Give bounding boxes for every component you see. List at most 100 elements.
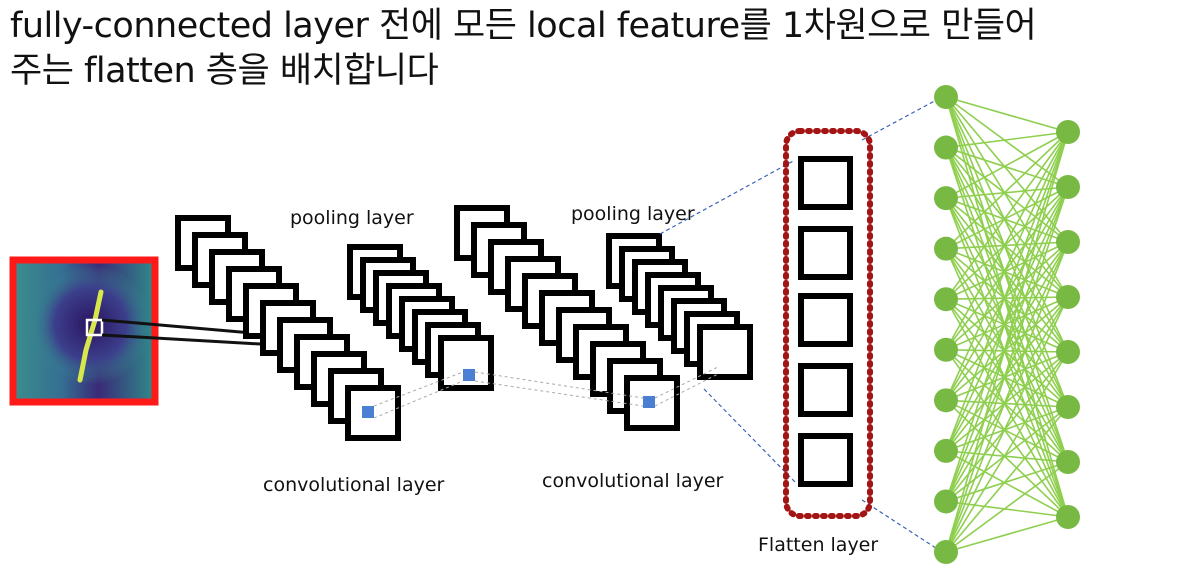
fc-edge (945, 147, 1069, 353)
output-node (1056, 340, 1080, 364)
fc-edge (945, 248, 1069, 408)
input-node (934, 85, 958, 109)
fully-connected-nodes (934, 85, 1080, 564)
fc-edge (945, 96, 1069, 133)
fc-edge (945, 241, 1069, 452)
slide-title-line-1: fully-connected layer 전에 모든 local featur… (10, 6, 1037, 46)
fc-edge (945, 131, 1069, 250)
fc-edge (945, 450, 1069, 463)
output-node (1056, 395, 1080, 419)
flatten-layer-label: Flatten layer (758, 534, 878, 556)
fc-edge (945, 351, 1069, 553)
input-node (934, 438, 958, 463)
fc-edge (945, 147, 1069, 298)
fc-edge (945, 296, 1069, 351)
fc-edge (945, 241, 1069, 300)
fc-edge (945, 349, 1069, 408)
fc-edge (945, 131, 1069, 199)
flatten-cell (798, 293, 853, 347)
fc-edge (945, 96, 1069, 298)
fc-edge (945, 186, 1069, 351)
pooling-layer-1-label: pooling layer (290, 207, 414, 229)
fc-edge (945, 248, 1069, 518)
fc-edge (945, 399, 1069, 463)
input-node (934, 540, 958, 564)
fc-edge (945, 298, 1069, 353)
output-node (1056, 230, 1080, 254)
fc-edge (945, 406, 1069, 452)
output-node (1056, 175, 1080, 199)
fc-edge (945, 197, 1069, 463)
fc-edge (945, 197, 1069, 298)
fc-edge (945, 241, 1069, 553)
fc-edge (945, 96, 1069, 518)
fc-edge (945, 461, 1069, 503)
fc-edge (945, 296, 1069, 301)
flatten-cell (798, 226, 853, 280)
receptive-field-lines (101, 318, 261, 346)
input-node (934, 489, 958, 514)
fc-edge (945, 298, 1069, 518)
fc-edge (945, 131, 1069, 553)
fc-edge (945, 186, 1069, 553)
fc-edge (945, 96, 1069, 408)
fc-edge (945, 147, 1069, 518)
fc-edge (945, 248, 1069, 463)
fc-edge (945, 241, 1069, 250)
flatten-layer (783, 128, 873, 519)
fc-edge (945, 450, 1069, 518)
fc-edge (945, 131, 1069, 149)
fc-edge (945, 146, 1069, 188)
fc-edge (945, 197, 1069, 243)
pooling-layer-1-stack (347, 244, 494, 391)
flatten-projection-lines (659, 96, 943, 553)
input-image (9, 256, 159, 406)
fc-edge (945, 147, 1069, 463)
fc-edge (945, 406, 1069, 553)
output-node (1056, 505, 1080, 529)
fc-edge (945, 296, 1069, 553)
fc-edge (945, 399, 1069, 518)
fc-edge (945, 298, 1069, 408)
fully-connected-edges (945, 96, 1069, 553)
output-node (1056, 285, 1080, 309)
input-node (934, 388, 958, 413)
fc-edge (945, 96, 1069, 188)
input-node (934, 135, 958, 160)
fc-edge (945, 241, 1069, 401)
fc-edge (945, 399, 1069, 408)
pool1-feature-marker (463, 369, 475, 381)
fc-edge (945, 241, 1069, 351)
fc-edge (945, 500, 1069, 518)
fc-edge (945, 186, 1069, 199)
fc-edge (945, 349, 1069, 463)
fc-edge (945, 96, 1069, 353)
fc-edge (945, 131, 1069, 300)
conv-layer-1-stack (175, 215, 401, 441)
flatten-cell (798, 363, 853, 417)
conv-layer-1-label: convolutional layer (263, 474, 445, 496)
fc-edge (945, 147, 1069, 408)
slide-title: fully-connected layer 전에 모든 local featur… (10, 4, 1195, 94)
fc-edge (945, 516, 1069, 553)
fc-edge (945, 131, 1069, 502)
output-node (1056, 450, 1080, 474)
input-node (934, 337, 958, 362)
fc-edge (945, 248, 1069, 353)
pooling-layer-2-label: pooling layer (571, 203, 695, 225)
input-node (934, 236, 958, 261)
conv1-feature-marker (362, 406, 374, 418)
fc-edge (945, 197, 1069, 518)
feature-map (345, 385, 401, 441)
feature-map (697, 324, 753, 380)
fc-edge (945, 96, 1069, 243)
fc-edge (945, 197, 1069, 353)
output-node (1056, 120, 1080, 144)
fc-edge (945, 298, 1069, 463)
fc-edge (945, 96, 1069, 463)
flatten-cell (798, 433, 853, 487)
fc-edge (945, 197, 1069, 408)
fc-edge (945, 131, 1069, 401)
fc-edge (945, 131, 1069, 351)
